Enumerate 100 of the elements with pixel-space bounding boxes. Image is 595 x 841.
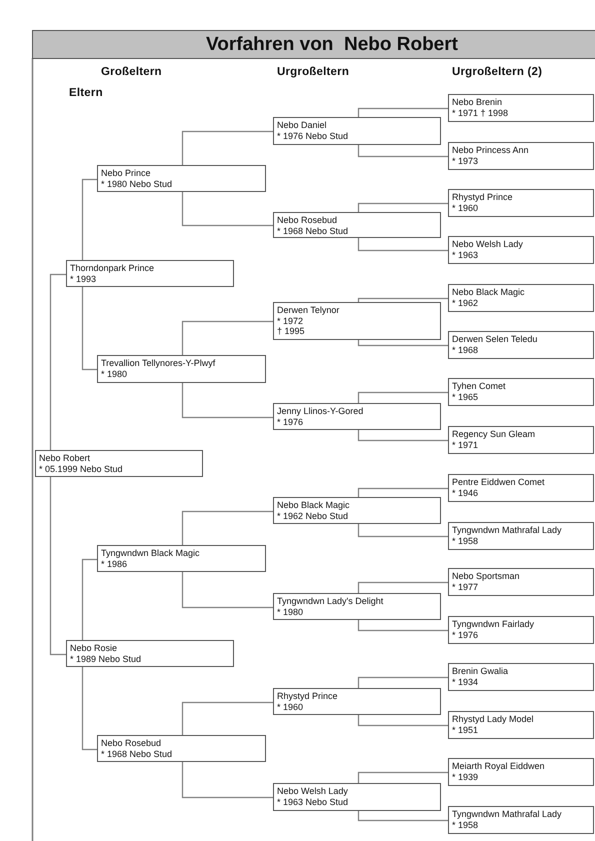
date-text: * 1976 Nebo Stud bbox=[277, 130, 348, 141]
horse-name: Nebo Black Magic bbox=[277, 500, 350, 510]
pedigree-box bbox=[448, 426, 594, 454]
date-text: * 1968 Nebo Stud bbox=[101, 748, 172, 759]
horse-name: Rhystyd Prince bbox=[277, 691, 338, 702]
date-text: * 1960 bbox=[452, 202, 478, 213]
horse-name: Tyhen Comet bbox=[452, 381, 506, 392]
pedigree-connector bbox=[358, 676, 448, 688]
date-text: * 1971 † 1998 bbox=[452, 108, 508, 118]
pedigree-box bbox=[448, 474, 594, 502]
horse-name: Rhystyd Lady Model bbox=[452, 714, 534, 724]
horse-name: Regency Sun Gleam bbox=[452, 429, 536, 440]
horse-name: Derwen Selen Teledu bbox=[452, 334, 538, 344]
pedigree-connector bbox=[182, 702, 273, 735]
pedigree-box bbox=[273, 117, 441, 145]
date-text: * 1968 bbox=[452, 344, 478, 355]
horse-name: Nebo Robert bbox=[39, 453, 90, 464]
horse-name: Tyngwndwn Fairlady bbox=[452, 619, 534, 630]
pedigree-connector bbox=[182, 762, 273, 798]
date-text: * 1965 bbox=[452, 392, 478, 402]
horse-name: Nebo Sportsman bbox=[452, 571, 520, 582]
pedigree-box bbox=[448, 236, 594, 264]
horse-name: Nebo Rosebud bbox=[277, 215, 338, 226]
pedigree-box bbox=[448, 189, 594, 217]
horse-name: Nebo Princess Ann bbox=[452, 145, 529, 156]
pedigree-connector bbox=[182, 510, 273, 545]
pedigree-connector bbox=[182, 192, 273, 226]
horse-name: Tyngwndwn Mathrafal Lady bbox=[452, 809, 562, 820]
horse-name: Tyngwndwn Black Magic bbox=[101, 548, 200, 558]
date-text: * 05.1999 Nebo Stud bbox=[39, 464, 123, 474]
date-text: * 1977 bbox=[452, 582, 478, 592]
pedigree-box bbox=[97, 545, 266, 572]
horse-name: Derwen Telynor bbox=[277, 305, 340, 316]
pedigree-box bbox=[448, 522, 594, 550]
pedigree-box bbox=[66, 260, 234, 287]
pedigree-box bbox=[448, 142, 594, 170]
horse-name: Pentre Eiddwen Comet bbox=[452, 477, 545, 488]
horse-name: Nebo Welsh Lady bbox=[452, 239, 523, 250]
date-text: * 1962 Nebo Stud bbox=[277, 510, 348, 521]
pedigree-connector bbox=[50, 274, 66, 450]
date-text: * 1986 bbox=[101, 558, 128, 569]
pedigree-box bbox=[273, 593, 441, 620]
pedigree-box bbox=[273, 302, 441, 340]
column-heading: Urgroßeltern (2) bbox=[452, 65, 542, 79]
pedigree-connector bbox=[358, 811, 448, 822]
date-text: * 1976 bbox=[277, 416, 304, 427]
date-text: * 1976 bbox=[452, 630, 478, 640]
pedigree-connector bbox=[358, 298, 448, 302]
pedigree-box bbox=[448, 806, 594, 834]
horse-name: Nebo Rosebud bbox=[101, 738, 162, 748]
date-text: * 1972 bbox=[277, 316, 304, 326]
horse-name: Tyngwndwn Lady's Delight bbox=[277, 596, 384, 606]
pedigree-box bbox=[66, 640, 234, 667]
date-text: * 1973 bbox=[452, 156, 478, 166]
date-text: * 1971 bbox=[452, 440, 478, 450]
horse-name: Meiarth Royal Eiddwen bbox=[452, 761, 545, 772]
horse-name: Jenny Llinos-Y-Gored bbox=[277, 406, 364, 416]
pedigree-connector bbox=[358, 238, 448, 252]
pedigree-box bbox=[273, 688, 441, 715]
pedigree-box bbox=[273, 783, 441, 811]
pedigree-box bbox=[97, 355, 266, 383]
horse-name: Nebo Brenin bbox=[452, 97, 502, 108]
date-text: * 1963 bbox=[452, 250, 478, 260]
date-text: * 1958 bbox=[452, 536, 478, 546]
pedigree-box bbox=[448, 94, 594, 122]
horse-name: Brenin Gwalia bbox=[452, 666, 508, 676]
pedigree-box bbox=[448, 663, 594, 691]
pedigree-box bbox=[448, 284, 594, 312]
pedigree-connector bbox=[82, 558, 97, 640]
pedigree-connector bbox=[358, 145, 448, 158]
pedigree-connector bbox=[358, 430, 448, 442]
horse-name: Nebo Daniel bbox=[277, 120, 327, 130]
horse-name: Rhystyd Prince bbox=[452, 192, 513, 202]
pedigree-connector bbox=[358, 108, 448, 117]
date-text: * 1946 bbox=[452, 488, 478, 498]
date-text: * 1951 bbox=[452, 724, 478, 735]
horse-name: Nebo Prince bbox=[101, 168, 151, 178]
pedigree-connector bbox=[82, 287, 97, 370]
horse-name: Thorndonpark Prince bbox=[70, 263, 154, 274]
date-text: * 1960 bbox=[277, 702, 304, 712]
pedigree-connector bbox=[358, 620, 448, 632]
date-text: * 1980 Nebo Stud bbox=[101, 178, 172, 189]
pedigree-box bbox=[97, 735, 266, 762]
pedigree-connector bbox=[182, 130, 273, 165]
pedigree-box bbox=[448, 568, 594, 596]
pedigree-box bbox=[448, 331, 594, 359]
pedigree-connector bbox=[358, 488, 448, 497]
date-text: * 1980 bbox=[101, 368, 128, 379]
pedigree-box bbox=[273, 212, 441, 238]
pedigree-box bbox=[448, 758, 594, 786]
chart-title: Vorfahren von Nebo Robert bbox=[206, 34, 458, 56]
date-text: * 1963 Nebo Stud bbox=[277, 796, 348, 807]
pedigree-box bbox=[448, 378, 594, 406]
pedigree-box bbox=[273, 403, 441, 430]
pedigree-box bbox=[35, 450, 203, 477]
pedigree-connector bbox=[358, 582, 448, 593]
date-text: † 1995 bbox=[277, 326, 305, 336]
pedigree-box bbox=[97, 165, 266, 192]
pedigree-connector bbox=[358, 202, 448, 212]
pedigree-connector bbox=[50, 477, 66, 656]
